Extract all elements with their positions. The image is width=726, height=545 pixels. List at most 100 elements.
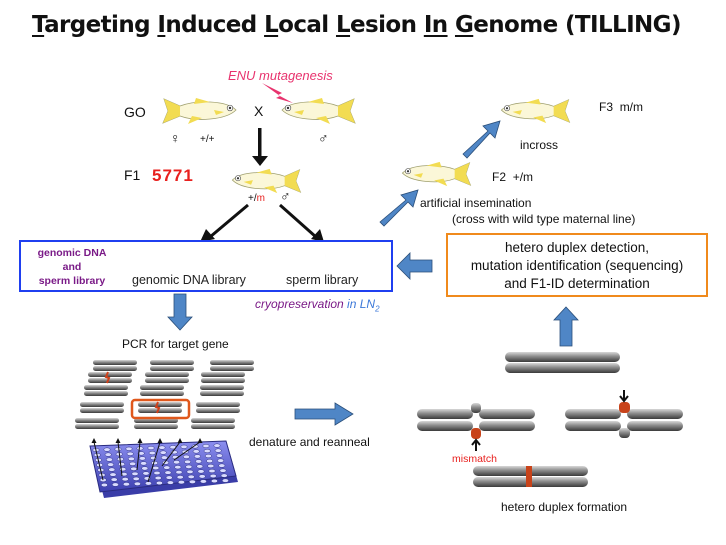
f1-label: F1 <box>124 167 141 183</box>
well <box>105 457 113 462</box>
mismatch-label: mismatch <box>452 453 497 465</box>
pcr-product <box>145 372 189 383</box>
well <box>129 461 137 466</box>
well <box>196 464 204 469</box>
well <box>214 448 222 453</box>
enu-mutagenesis-label: ENU mutagenesis <box>228 68 333 83</box>
f1-count: 5771 <box>152 166 194 185</box>
well <box>192 449 200 454</box>
well <box>185 464 193 469</box>
arrow-library-to-pcr <box>167 293 193 331</box>
well <box>173 460 181 465</box>
well <box>217 458 225 463</box>
well <box>131 471 139 476</box>
pcr-product <box>84 385 128 396</box>
well <box>186 469 194 474</box>
well <box>148 450 156 456</box>
heteroduplex-bottom <box>473 466 588 487</box>
pcr-label: PCR for target gene <box>122 337 229 351</box>
title-initial: T <box>32 12 45 38</box>
detection-line: mutation identification (sequencing) <box>470 258 684 273</box>
plate-arrow <box>173 438 203 461</box>
well <box>199 479 207 484</box>
cryo-in-text: in LN <box>343 297 376 311</box>
well <box>184 459 192 464</box>
arrow-g0-to-f1 <box>252 128 268 166</box>
well <box>152 465 160 471</box>
well <box>137 451 145 456</box>
well <box>202 443 210 449</box>
well <box>130 466 138 471</box>
well <box>125 446 133 451</box>
plate-to-pcr-arrows <box>91 438 203 483</box>
well <box>207 463 215 469</box>
pcr-products <box>75 360 254 429</box>
well <box>118 462 126 467</box>
well <box>147 445 155 451</box>
detection-line: hetero duplex detection, <box>504 240 650 255</box>
pcr-product <box>80 402 124 413</box>
title-initial: G <box>454 12 474 38</box>
well <box>132 476 140 481</box>
well <box>175 470 183 475</box>
well <box>218 463 226 468</box>
well <box>213 443 221 448</box>
f2-name: F2 <box>492 170 507 184</box>
heteroduplex-right <box>565 390 683 438</box>
well <box>180 444 188 449</box>
g0-male-fish <box>281 97 356 125</box>
title-initial: In <box>423 12 448 38</box>
pcr-product <box>93 360 137 371</box>
female-symbol: ♀ <box>170 130 181 146</box>
f1-male-symbol: ♂ <box>280 188 291 204</box>
f2-fish <box>401 161 472 187</box>
well <box>104 452 112 457</box>
well <box>133 481 141 486</box>
f1-genotype: +/m <box>248 193 265 204</box>
selected-pcr-highlight <box>130 398 191 420</box>
side-label-line: sperm library <box>38 275 106 287</box>
pcr-product <box>196 402 240 413</box>
well <box>126 451 134 456</box>
arrow-f1-to-sperm <box>279 203 324 242</box>
well <box>219 468 227 473</box>
well <box>220 473 228 478</box>
well <box>209 473 217 479</box>
f3-genotype: m/m <box>619 100 644 114</box>
well <box>188 479 196 484</box>
arrow-incross <box>462 120 501 159</box>
well <box>174 465 182 470</box>
insemination-sublabel: (cross with wild type maternal line) <box>452 212 636 226</box>
title-initial: L <box>264 12 279 38</box>
well <box>206 458 214 464</box>
well <box>111 482 119 487</box>
well <box>210 478 218 484</box>
well <box>159 450 167 455</box>
plate-arrow <box>136 438 143 471</box>
plate-arrow <box>147 438 163 483</box>
well <box>108 467 116 472</box>
f1-genotype-wt: +/ <box>248 193 257 204</box>
g0-female-genotype: +/+ <box>200 134 215 145</box>
g0-female-fish <box>162 97 237 125</box>
cryo-in-ln: in LN2 <box>343 297 379 313</box>
denature-label: denature and reanneal <box>249 435 370 449</box>
well <box>158 445 166 450</box>
well <box>163 465 171 470</box>
title-initial: L <box>335 12 351 38</box>
cryopreservation-label: cryopreservation in LN2 <box>255 297 380 313</box>
well <box>166 480 174 485</box>
diagram-title: Targeting Induced Local Lesion In Genome… <box>32 12 681 38</box>
pcr-product <box>201 372 245 383</box>
arrow-f1-to-genomic <box>200 203 249 242</box>
cryo-text: cryopreservation <box>255 297 344 311</box>
well <box>144 481 152 486</box>
insemination-label: artificial insemination <box>420 196 532 210</box>
well <box>121 477 129 482</box>
well <box>193 454 201 459</box>
genomic-dna-library-label: genomic DNA library <box>132 273 246 287</box>
well <box>136 446 144 451</box>
pcr-product <box>75 418 119 429</box>
plate-arrow <box>115 438 123 477</box>
